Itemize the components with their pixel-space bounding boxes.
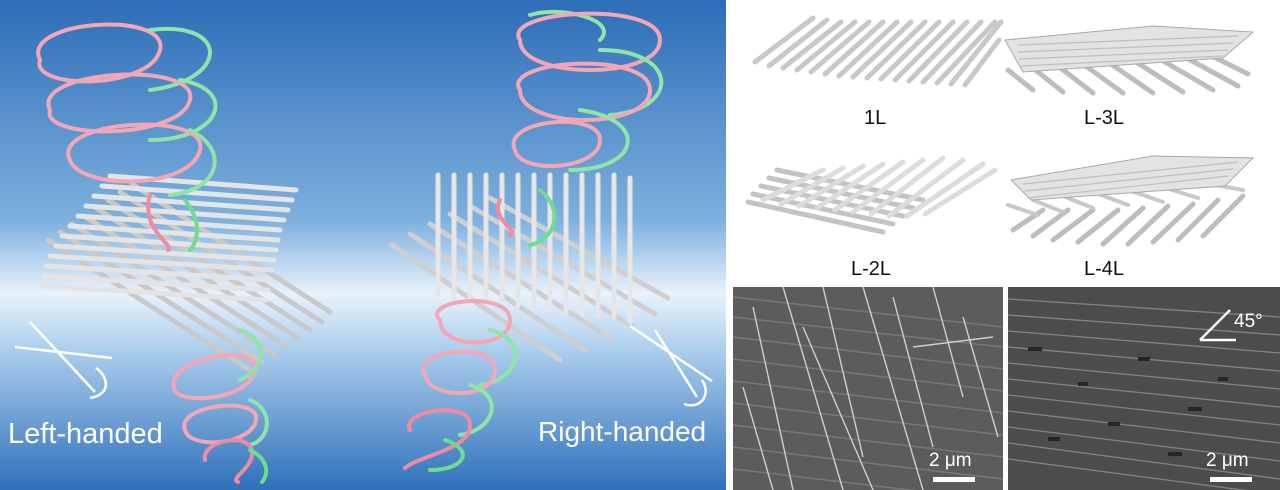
model-1L <box>752 15 1004 88</box>
layer-models <box>745 15 1255 247</box>
right-handed-label: Right-handed <box>538 416 707 447</box>
model-L-2L <box>745 155 998 235</box>
left-transmitted-spiral <box>171 328 269 484</box>
model-label-L-2L: L-2L <box>851 258 892 280</box>
sem-left-texture <box>733 287 1003 490</box>
right-top-rod-layer <box>435 172 633 325</box>
background <box>0 0 726 490</box>
right-incident-spiral <box>496 9 664 247</box>
model-label-L-3L: L-3L <box>1084 107 1125 129</box>
left-top-rod-layer <box>41 173 299 303</box>
model-L-4L <box>1006 155 1255 247</box>
sem-right-scale-text: 2 μm <box>1206 450 1249 471</box>
sem-image-left: 2 μm <box>733 287 1003 490</box>
sem-left-scale-text: 2 μm <box>929 450 972 471</box>
right-angle-indicator <box>629 324 713 407</box>
left-handed-label: Left-handed <box>8 418 163 450</box>
sem-angle-label: 45° <box>1234 311 1263 332</box>
sem-right-scale-bar <box>1210 477 1252 482</box>
model-label-1L: 1L <box>864 107 887 129</box>
model-label-L-4L: L-4L <box>1084 258 1125 280</box>
illustration-svg <box>0 0 726 490</box>
right-transmitted-spiral <box>403 299 518 472</box>
sem-right-texture <box>1008 287 1280 490</box>
left-incident-spiral <box>36 22 218 252</box>
chirality-illustration: Left-handed Right-handed <box>0 0 726 490</box>
sem-left-scale-bar <box>933 477 975 482</box>
model-L-3L <box>1004 25 1255 96</box>
sem-image-right: 45° 2 μm <box>1008 287 1280 490</box>
left-angle-indicator <box>14 321 113 400</box>
